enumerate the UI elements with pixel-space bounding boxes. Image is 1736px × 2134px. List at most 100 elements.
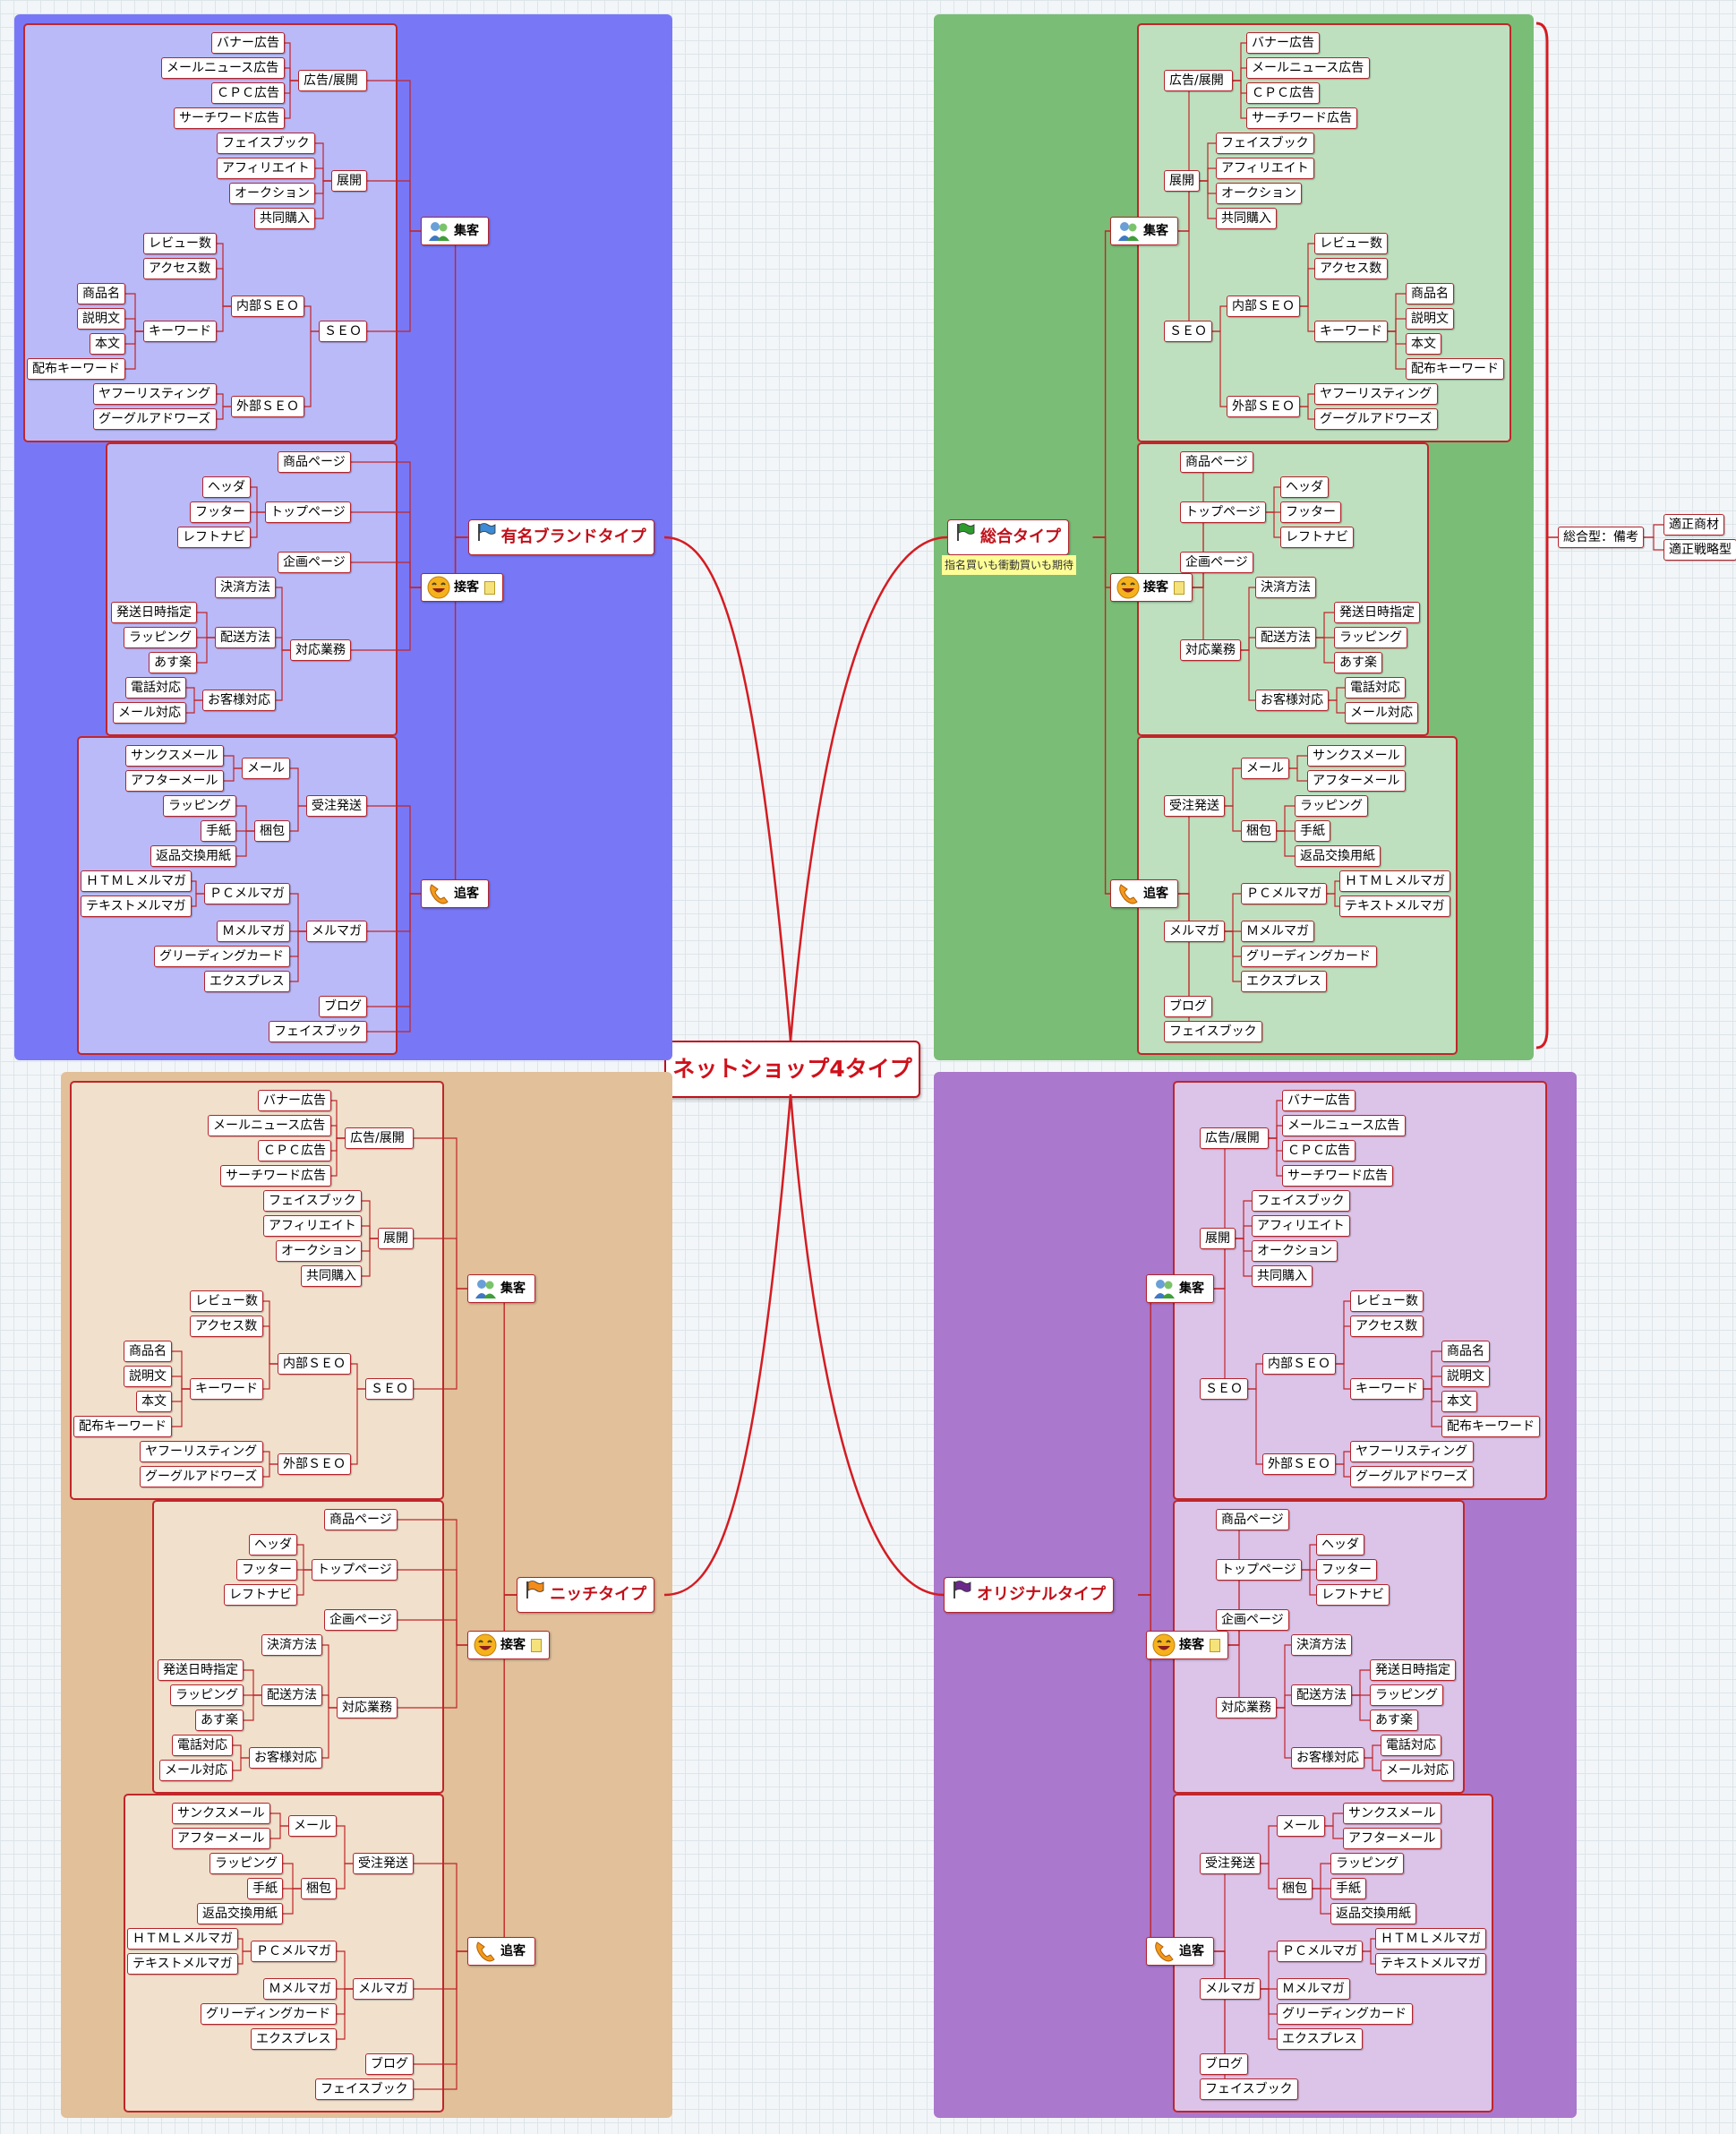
topic-node[interactable]: 電話対応 [1345,677,1406,698]
topic-node[interactable]: フェイスブック [1216,133,1314,154]
topic-node[interactable]: 決済方法 [215,577,276,598]
topic-node[interactable]: ブログ [1200,2053,1248,2075]
topic-node[interactable]: 手紙 [1295,820,1330,842]
subtopic-node[interactable]: 配送方法 [1255,627,1316,648]
subtopic-node[interactable]: お客様対応 [249,1747,322,1769]
subtopic-node[interactable]: メール [1277,1815,1325,1837]
subtopic-node[interactable]: ＳＥＯ [1164,321,1212,342]
topic-node[interactable]: ヘッダ [249,1534,297,1556]
topic-node[interactable]: 返品交換用紙 [1330,1903,1416,1924]
topic-node[interactable]: サンクスメール [1307,745,1406,767]
topic-node[interactable]: ＣＰＣ広告 [211,82,285,104]
subtopic-node[interactable]: キーワード [143,321,217,342]
topic-node[interactable]: 企画ページ [1180,552,1253,573]
subtopic-node[interactable]: 内部ＳＥＯ [1262,1353,1336,1375]
category-attract[interactable]: 集客 [421,217,489,245]
topic-node[interactable]: サンクスメール [172,1803,270,1824]
subtopic-node[interactable]: お客様対応 [202,690,276,711]
topic-node[interactable]: レビュー数 [143,233,217,254]
center-topic[interactable]: ネットショップ4タイプ [664,1041,920,1098]
topic-node[interactable]: フェイスブック [1164,1021,1262,1042]
topic-node[interactable]: 商品名 [1441,1341,1490,1362]
topic-node[interactable]: アフィリエイト [217,158,315,179]
topic-node[interactable]: フェイスブック [315,2078,414,2100]
topic-node[interactable]: 決済方法 [1291,1634,1352,1656]
branch-niche[interactable]: ニッチタイプ [517,1577,655,1613]
subtopic-node[interactable]: 対応業務 [290,639,351,661]
subtopic-node[interactable]: 配送方法 [215,627,276,648]
category-serve[interactable]: 接客 [1146,1631,1228,1659]
topic-node[interactable]: 発送日時指定 [1334,602,1420,623]
topic-node[interactable]: Ｍメルマガ [1277,1978,1350,2000]
subtopic-node[interactable]: キーワード [190,1378,263,1400]
category-follow[interactable]: 追客 [467,1937,535,1966]
topic-node[interactable]: アフターメール [125,770,224,792]
subtopic-node[interactable]: 展開 [378,1228,414,1249]
topic-node[interactable]: ＨＴＭＬメルマガ [81,870,192,892]
topic-node[interactable]: テキストメルマガ [1339,896,1450,917]
topic-node[interactable]: オークション [229,183,315,204]
topic-node[interactable]: アフィリエイト [1216,158,1314,179]
topic-node[interactable]: 返品交換用紙 [150,845,236,867]
topic-node[interactable]: 説明文 [1441,1366,1490,1387]
topic-node[interactable]: メール対応 [159,1760,233,1781]
subtopic-node[interactable]: 広告/展開 [345,1127,414,1149]
subtopic-node[interactable]: ＰＣメルマガ [1241,883,1327,904]
topic-node[interactable]: レビュー数 [1350,1290,1424,1312]
subtopic-node[interactable]: キーワード [1314,321,1388,342]
topic-node[interactable]: オークション [276,1240,362,1262]
subtopic-node[interactable]: ＳＥＯ [319,321,367,342]
topic-node[interactable]: 決済方法 [1255,577,1316,598]
side-item-node[interactable]: 適正商材 [1663,514,1724,536]
subtopic-node[interactable]: メール [242,758,290,779]
subtopic-node[interactable]: メルマガ [353,1978,414,2000]
subtopic-node[interactable]: お客様対応 [1291,1747,1364,1769]
category-attract[interactable]: 集客 [1146,1274,1214,1303]
topic-node[interactable]: ヤフーリスティング [1350,1441,1474,1462]
topic-node[interactable]: アフィリエイト [263,1215,362,1237]
subtopic-node[interactable]: 内部ＳＥＯ [1227,296,1300,317]
topic-node[interactable]: アフターメール [172,1828,270,1849]
subtopic-node[interactable]: メルマガ [1200,1978,1261,2000]
topic-node[interactable]: フェイスブック [1252,1190,1350,1212]
topic-node[interactable]: テキストメルマガ [127,1953,238,1975]
category-serve[interactable]: 接客 [467,1631,550,1659]
topic-node[interactable]: ＣＰＣ広告 [1246,82,1320,104]
topic-node[interactable]: フェイスブック [217,133,315,154]
topic-node[interactable]: メールニュース広告 [1282,1115,1406,1136]
topic-node[interactable]: 配布キーワード [73,1416,172,1437]
topic-node[interactable]: メールニュース広告 [1246,57,1370,79]
topic-node[interactable]: 配布キーワード [1406,358,1504,380]
topic-node[interactable]: 共同購入 [1216,208,1277,229]
topic-node[interactable]: ヤフーリスティング [140,1441,263,1462]
subtopic-node[interactable]: 対応業務 [337,1697,398,1718]
topic-node[interactable]: グリーディングカード [1277,2003,1413,2025]
topic-node[interactable]: 説明文 [1406,308,1454,330]
topic-node[interactable]: オークション [1216,183,1302,204]
topic-node[interactable]: グーグルアドワーズ [93,408,217,430]
side-note-node[interactable]: 総合型：備考 [1558,527,1644,548]
subtopic-node[interactable]: 展開 [331,170,367,192]
topic-node[interactable]: ラッピング [1370,1684,1443,1706]
branch-general[interactable]: 総合タイプ [947,519,1069,555]
topic-node[interactable]: テキストメルマガ [81,896,192,917]
topic-node[interactable]: 説明文 [77,308,125,330]
topic-node[interactable]: 手紙 [1330,1878,1366,1899]
topic-node[interactable]: 手紙 [247,1878,283,1899]
topic-node[interactable]: レフトナビ [1316,1584,1390,1606]
topic-node[interactable]: Ｍメルマガ [263,1978,337,2000]
topic-node[interactable]: 共同購入 [254,208,315,229]
subtopic-node[interactable]: 広告/展開 [298,70,367,91]
topic-node[interactable]: 決済方法 [261,1634,322,1656]
topic-node[interactable]: サーチワード広告 [1246,107,1357,129]
topic-node[interactable]: オークション [1252,1240,1338,1262]
topic-node[interactable]: 返品交換用紙 [1295,845,1381,867]
topic-node[interactable]: レフトナビ [224,1584,297,1606]
topic-node[interactable]: Ｍメルマガ [217,921,290,942]
topic-node[interactable]: レフトナビ [177,527,251,548]
topic-node[interactable]: サーチワード広告 [174,107,285,129]
topic-node[interactable]: Ｍメルマガ [1241,921,1314,942]
subtopic-node[interactable]: 梱包 [301,1878,337,1899]
topic-node[interactable]: ヘッダ [1280,476,1329,498]
subtopic-node[interactable]: 梱包 [1241,820,1277,842]
